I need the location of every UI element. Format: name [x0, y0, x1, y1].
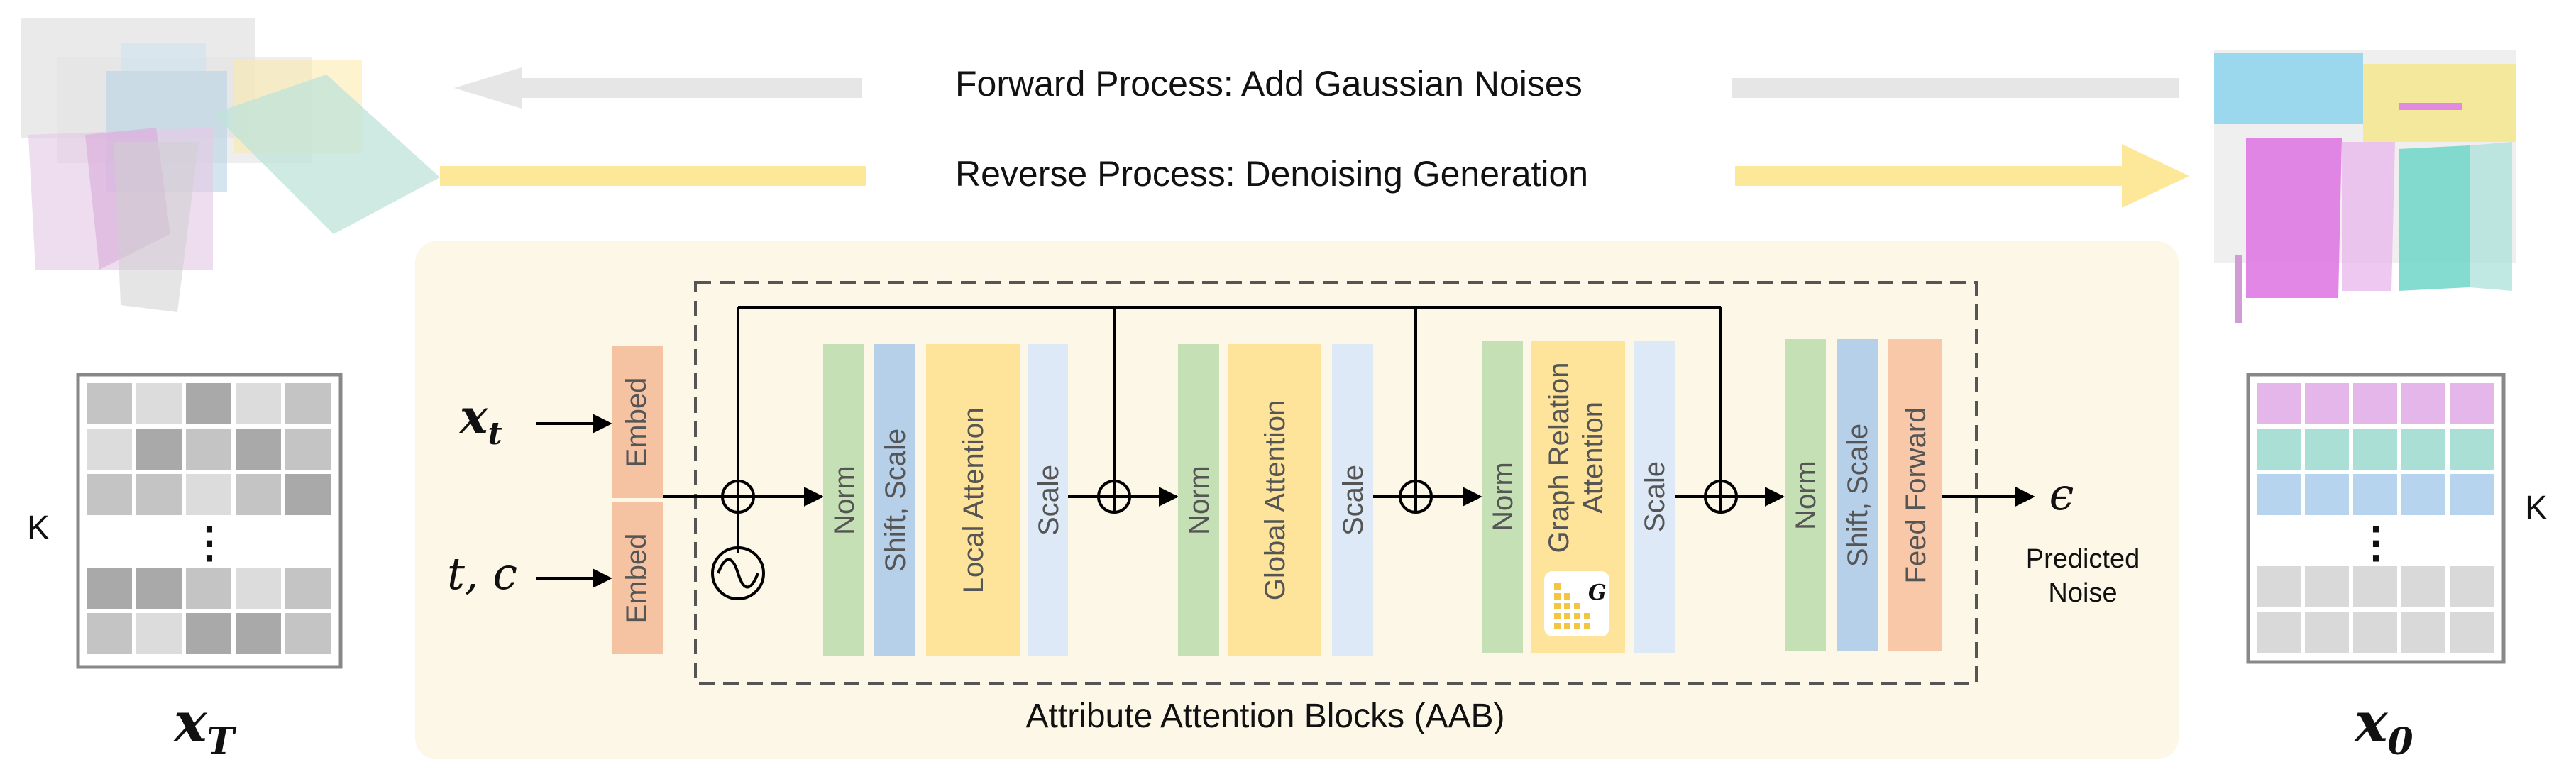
- embed-block-tc: [612, 502, 663, 654]
- embed-label-tc: Embed: [621, 534, 652, 624]
- left-matrix-caption: xT: [172, 690, 237, 763]
- shift-scale-label-1: Shift, Scale: [880, 429, 911, 572]
- scale-block-2: [1332, 344, 1373, 656]
- norm-block-3: [1482, 341, 1523, 653]
- tc-input-label: t, c: [447, 548, 517, 600]
- predicted-noise-line1: Predicted: [2026, 544, 2140, 574]
- forward-process-label: Forward Process: Add Gaussian Noises: [955, 64, 1583, 104]
- right-matrix-caption: x0: [2353, 690, 2413, 763]
- scale-label-3: Scale: [1639, 461, 1670, 532]
- add-node-3: [1399, 480, 1433, 514]
- norm-label-4: Norm: [1790, 460, 1822, 530]
- reverse-process-arrow: [440, 144, 2189, 208]
- predicted-noise-line2: Noise: [2048, 578, 2117, 608]
- xt-input-label: xt: [458, 389, 502, 452]
- reverse-process-label: Reverse Process: Denoising Generation: [955, 154, 1588, 194]
- graph-relation-label-line2: Attention: [1578, 402, 1609, 514]
- norm-label-2: Norm: [1184, 465, 1215, 535]
- feed-forward-block: [1888, 339, 1942, 651]
- norm-label-3: Norm: [1487, 462, 1519, 531]
- add-node-4: [1704, 480, 1738, 514]
- local-attention-block: [926, 344, 1020, 656]
- svg-text:G: G: [1588, 580, 1607, 605]
- graph-relation-label-line1: Graph Relation: [1543, 362, 1575, 553]
- feed-forward-label: Feed Forward: [1900, 407, 1932, 584]
- global-attention-block: [1228, 344, 1321, 656]
- aab-caption: Attribute Attention Blocks (AAB): [1026, 697, 1505, 735]
- graph-matrix-icon: G: [1544, 571, 1609, 636]
- left-matrix-k-label: K: [27, 509, 50, 547]
- shift-scale-block-1: [874, 344, 915, 656]
- local-attention-label: Local Attention: [958, 407, 989, 593]
- main-flow-lines: [663, 487, 2035, 553]
- skip-connection-lines: [737, 306, 1722, 497]
- left-matrix-dots: ⋮: [188, 518, 231, 568]
- norm-label-1: Norm: [829, 465, 860, 535]
- embed-block-xt: [612, 346, 663, 498]
- embed-label-xt: Embed: [621, 377, 652, 468]
- scale-block-1: [1028, 344, 1068, 656]
- global-attention-label: Global Attention: [1260, 400, 1291, 600]
- aab-dashed-box: [694, 281, 1978, 685]
- generated-attribute-matrix: [2246, 373, 2506, 664]
- shift-scale-block-4: [1837, 339, 1878, 651]
- right-matrix-k-label: K: [2525, 490, 2548, 527]
- norm-block-4: [1785, 339, 1826, 651]
- add-node-1: [721, 480, 755, 514]
- noisy-furniture-image: [21, 18, 440, 312]
- norm-block-2: [1178, 344, 1219, 656]
- add-node-2: [1097, 480, 1131, 514]
- right-matrix-dots: ⋮: [2355, 518, 2397, 568]
- norm-block-1: [823, 344, 864, 656]
- shift-scale-label-4: Shift, Scale: [1842, 424, 1873, 567]
- epsilon-output-label: ϵ: [2049, 468, 2074, 520]
- scale-label-2: Scale: [1338, 465, 1369, 536]
- scale-label-1: Scale: [1033, 465, 1064, 536]
- noisy-attribute-matrix: [76, 373, 343, 669]
- generated-furniture-image: [2214, 50, 2516, 323]
- scale-block-3: [1634, 341, 1675, 653]
- forward-process-arrow: [454, 67, 2179, 109]
- sine-modulation-icon: [711, 546, 765, 600]
